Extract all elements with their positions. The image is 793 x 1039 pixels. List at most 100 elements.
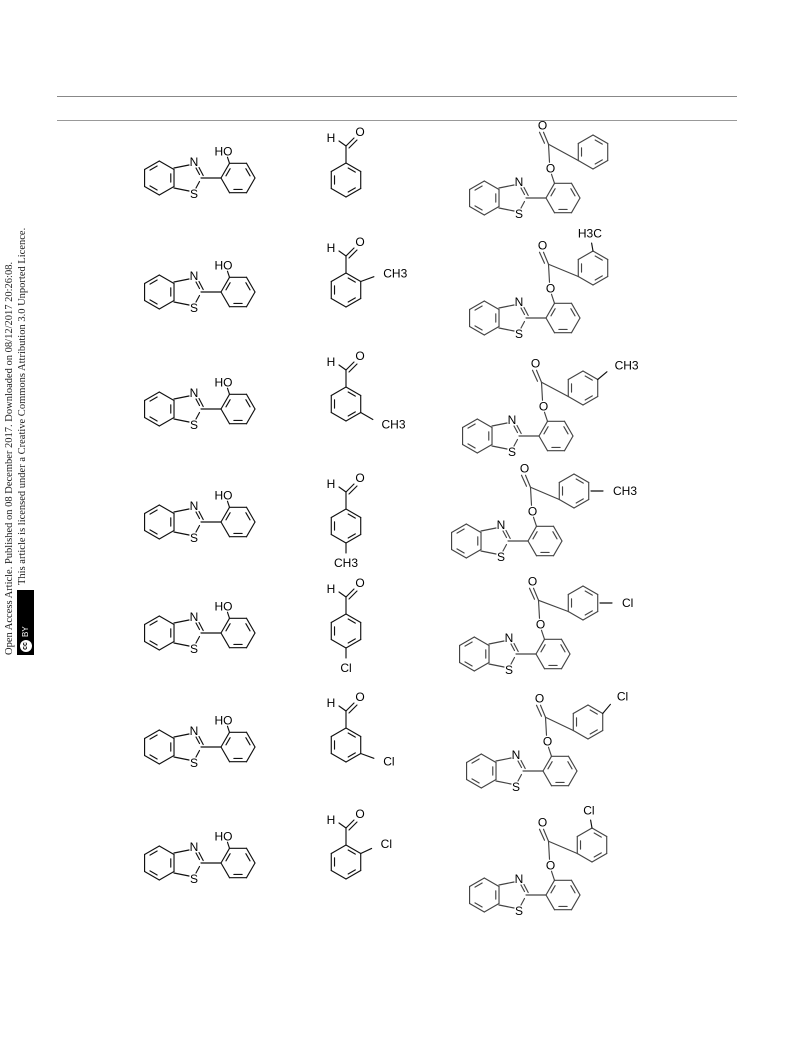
hydroxyl-label: HO	[215, 488, 233, 502]
sulfur-atom: S	[497, 550, 505, 564]
sulfur-atom: S	[190, 531, 198, 545]
aldehyde-oxygen: O	[355, 807, 364, 821]
methyl-label: CH3	[382, 418, 406, 432]
sulfur-atom: S	[515, 904, 523, 918]
aldehyde-structure: H O CH3	[327, 235, 408, 308]
hydroxyl-label: HO	[215, 713, 233, 727]
hydroxyl-label: HO	[215, 144, 233, 158]
aldehyde-hydrogen: H	[327, 355, 336, 369]
aldehyde-structure: H O CH3	[327, 471, 365, 570]
ester-oxygen: O	[543, 734, 552, 748]
ester-oxygen: O	[528, 504, 537, 518]
methyl-label: CH3	[613, 484, 637, 498]
hydroxyl-label: HO	[215, 258, 233, 272]
sulfur-atom: S	[190, 187, 198, 201]
methyl-label: CH3	[334, 556, 358, 570]
ester-oxygen: O	[536, 617, 545, 631]
carbonyl-oxygen: O	[528, 574, 537, 588]
aldehyde-hydrogen: H	[327, 241, 336, 255]
sulfur-atom: S	[505, 663, 513, 677]
aldehyde-oxygen: O	[355, 576, 364, 590]
carbonyl-oxygen: O	[531, 356, 540, 370]
methyl-label: CH3	[615, 358, 639, 372]
aldehyde-oxygen: O	[355, 471, 364, 485]
nitrogen-atom: N	[515, 175, 524, 189]
ester-oxygen: O	[539, 399, 548, 413]
chloro-label: Cl	[583, 803, 594, 817]
carbonyl-oxygen: O	[538, 238, 547, 252]
aldehyde-hydrogen: H	[327, 582, 336, 596]
nitrogen-atom: N	[190, 840, 199, 854]
sulfur-atom: S	[190, 418, 198, 432]
benzothiazole-phenol: N S HO	[144, 713, 256, 770]
table-header-rule	[57, 120, 737, 121]
aldehyde-oxygen: O	[355, 349, 364, 363]
aldehyde-oxygen: O	[355, 235, 364, 249]
aldehyde-structure: H O Cl	[327, 690, 395, 769]
chloro-label: Cl	[340, 661, 351, 675]
chloro-label: Cl	[383, 755, 394, 769]
ester-product: N S O O Cl	[469, 803, 608, 918]
benzothiazole-phenol: N S HO	[144, 488, 256, 545]
sulfur-atom: S	[512, 780, 520, 794]
sulfur-atom: S	[515, 207, 523, 221]
carbonyl-oxygen: O	[520, 461, 529, 475]
aldehyde-hydrogen: H	[327, 813, 336, 827]
chloro-label: Cl	[617, 690, 628, 704]
nitrogen-atom: N	[190, 386, 199, 400]
hydroxyl-label: HO	[215, 599, 233, 613]
table-top-rule	[57, 96, 737, 97]
nitrogen-atom: N	[512, 748, 521, 762]
aldehyde-oxygen: O	[355, 125, 364, 139]
chloro-label: Cl	[622, 596, 633, 610]
sulfur-atom: S	[508, 445, 516, 459]
ester-oxygen: O	[546, 161, 555, 175]
nitrogen-atom: N	[190, 724, 199, 738]
benzothiazole-phenol: N S HO	[144, 258, 256, 315]
aldehyde-structure: H O Cl	[327, 576, 365, 675]
ester-product: N S O O CH3	[462, 356, 639, 459]
ester-product: N S O O Cl	[459, 574, 633, 677]
sulfur-atom: S	[190, 756, 198, 770]
aldehyde-hydrogen: H	[327, 696, 336, 710]
ester-product: N S O O CH3	[451, 461, 637, 564]
aldehyde-structure: H O Cl	[327, 807, 392, 880]
nitrogen-atom: N	[515, 872, 524, 886]
chloro-label: Cl	[381, 837, 392, 851]
benzothiazole-phenol: N S HO	[144, 375, 256, 432]
carbonyl-oxygen: O	[538, 815, 547, 829]
nitrogen-atom: N	[190, 269, 199, 283]
hydroxyl-label: HO	[215, 829, 233, 843]
nitrogen-atom: N	[190, 499, 199, 513]
nitrogen-atom: N	[190, 155, 199, 169]
carbonyl-oxygen: O	[535, 691, 544, 705]
benzothiazole-phenol: N S HO	[144, 144, 256, 201]
ester-oxygen: O	[546, 281, 555, 295]
sulfur-atom: S	[190, 301, 198, 315]
ester-oxygen: O	[546, 858, 555, 872]
aldehyde-hydrogen: H	[327, 477, 336, 491]
aldehyde-structure: H O CH3	[327, 349, 406, 432]
sulfur-atom: S	[190, 872, 198, 886]
sulfur-atom: S	[515, 327, 523, 341]
hydroxyl-label: HO	[215, 375, 233, 389]
methyl-label: CH3	[383, 266, 407, 280]
aldehyde-oxygen: O	[355, 690, 364, 704]
benzothiazole-phenol: N S HO	[144, 829, 256, 886]
nitrogen-atom: N	[515, 295, 524, 309]
nitrogen-atom: N	[505, 631, 514, 645]
nitrogen-atom: N	[497, 518, 506, 532]
nitrogen-atom: N	[508, 413, 517, 427]
